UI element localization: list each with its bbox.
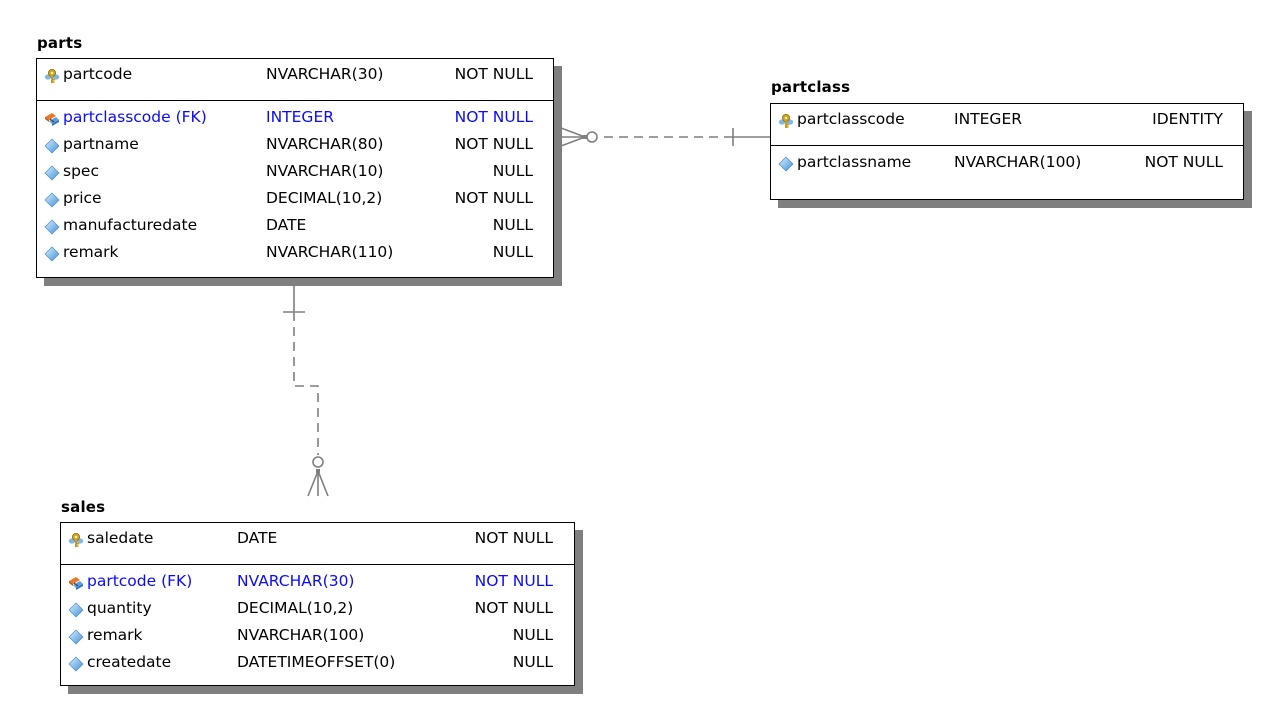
entity-sales[interactable]: saledate DATE NOT NULL partcode (FK) NVARCH… <box>60 522 575 686</box>
column-nullability: NULL <box>492 243 533 261</box>
attribute-row[interactable]: price DECIMAL(10,2) NOT NULL <box>37 185 553 212</box>
column-type: INTEGER <box>954 110 1023 128</box>
column-nullability: NOT NULL <box>454 108 533 126</box>
attribute-icon <box>44 136 60 154</box>
attribute-row[interactable]: remark NVARCHAR(110) NULL <box>37 239 553 266</box>
column-nullability: NULL <box>492 216 533 234</box>
column-type: NVARCHAR(100) <box>954 153 1082 171</box>
column-nullability: NOT NULL <box>474 599 553 617</box>
entity-partclass[interactable]: partclasscode INTEGER IDENTITY partclassna… <box>770 103 1244 200</box>
column-type: NVARCHAR(100) <box>237 626 365 644</box>
column-nullability: NOT NULL <box>474 572 553 590</box>
primary-key-section: partclasscode INTEGER IDENTITY <box>771 104 1243 146</box>
relationship-line-dashed-segment <box>293 312 319 455</box>
entity-parts[interactable]: partcode NVARCHAR(30) NOT NULL partclassco… <box>36 58 554 278</box>
column-name: partclasscode <box>797 110 905 128</box>
attribute-row[interactable]: partname NVARCHAR(80) NOT NULL <box>37 131 553 158</box>
zero-cardinality-circle <box>312 456 324 468</box>
attribute-row[interactable]: spec NVARCHAR(10) NULL <box>37 158 553 185</box>
relationship-parts-sales[interactable] <box>283 285 329 497</box>
attribute-row[interactable]: createdate DATETIMEOFFSET(0) NULL <box>61 649 574 676</box>
crows-foot-prong <box>317 470 329 497</box>
column-name: remark <box>63 243 119 261</box>
attribute-row[interactable]: partcode (FK) NVARCHAR(30) NOT NULL <box>61 568 574 595</box>
crows-foot-prong <box>560 136 586 147</box>
column-nullability: NOT NULL <box>454 189 533 207</box>
connector-node <box>316 469 320 473</box>
primary-key-row[interactable]: saledate DATE NOT NULL <box>61 525 574 552</box>
attribute-icon <box>68 600 84 618</box>
entity-title-parts: parts <box>37 34 83 52</box>
column-name: partcode <box>63 65 133 83</box>
relationship-partclass-parts[interactable] <box>560 127 770 147</box>
column-nullability: IDENTITY <box>1152 110 1223 128</box>
zero-cardinality-circle <box>586 131 598 143</box>
attribute-row[interactable]: quantity DECIMAL(10,2) NOT NULL <box>61 595 574 622</box>
column-nullability: NOT NULL <box>1144 153 1223 171</box>
column-type: DECIMAL(10,2) <box>237 599 354 617</box>
column-type: DECIMAL(10,2) <box>266 189 383 207</box>
column-name: partcode (FK) <box>87 572 193 590</box>
column-type: NVARCHAR(30) <box>237 572 355 590</box>
attribute-icon <box>68 654 84 672</box>
crows-foot-prong <box>560 127 586 138</box>
column-type: NVARCHAR(30) <box>266 65 384 83</box>
attribute-icon <box>44 190 60 208</box>
column-type: DATE <box>237 529 278 547</box>
column-nullability: NOT NULL <box>454 135 533 153</box>
column-name: partclasscode (FK) <box>63 108 207 126</box>
foreign-key-icon <box>44 109 60 126</box>
column-name: manufacturedate <box>63 216 198 234</box>
attribute-row[interactable]: partclassname NVARCHAR(100) NOT NULL <box>771 149 1243 176</box>
attribute-icon <box>778 154 794 172</box>
column-type: NVARCHAR(110) <box>266 243 394 261</box>
attribute-row[interactable]: manufacturedate DATE NULL <box>37 212 553 239</box>
column-name: spec <box>63 162 99 180</box>
attribute-icon <box>44 244 60 262</box>
column-type: NVARCHAR(10) <box>266 162 384 180</box>
column-type: DATE <box>266 216 307 234</box>
column-type: DATETIMEOFFSET(0) <box>237 653 396 671</box>
primary-key-section: partcode NVARCHAR(30) NOT NULL <box>37 59 553 101</box>
column-nullability: NULL <box>492 162 533 180</box>
column-name: partname <box>63 135 139 153</box>
attribute-row[interactable]: remark NVARCHAR(100) NULL <box>61 622 574 649</box>
column-name: quantity <box>87 599 152 617</box>
foreign-key-icon <box>68 573 84 590</box>
column-name: price <box>63 189 102 207</box>
attribute-row[interactable]: partclasscode (FK) INTEGER NOT NULL <box>37 104 553 131</box>
crows-foot-prong <box>307 470 319 497</box>
attributes-section: partclassname NVARCHAR(100) NOT NULL <box>771 146 1243 199</box>
primary-key-row[interactable]: partcode NVARCHAR(30) NOT NULL <box>37 61 553 88</box>
entity-title-partclass: partclass <box>771 78 851 96</box>
column-nullability: NOT NULL <box>454 65 533 83</box>
primary-key-icon <box>778 111 794 128</box>
column-nullability: NULL <box>512 626 553 644</box>
attribute-icon <box>44 217 60 235</box>
column-type: NVARCHAR(80) <box>266 135 384 153</box>
primary-key-row[interactable]: partclasscode INTEGER IDENTITY <box>771 106 1243 133</box>
column-name: saledate <box>87 529 154 547</box>
primary-key-icon <box>44 66 60 83</box>
attribute-icon <box>68 627 84 645</box>
column-nullability: NOT NULL <box>474 529 553 547</box>
primary-key-section: saledate DATE NOT NULL <box>61 523 574 565</box>
attribute-icon <box>44 163 60 181</box>
connector-node <box>583 135 587 139</box>
column-name: partclassname <box>797 153 912 171</box>
column-name: createdate <box>87 653 172 671</box>
primary-key-icon <box>68 530 84 547</box>
column-name: remark <box>87 626 143 644</box>
entity-title-sales: sales <box>61 498 106 516</box>
column-type: INTEGER <box>266 108 335 126</box>
column-nullability: NULL <box>512 653 553 671</box>
